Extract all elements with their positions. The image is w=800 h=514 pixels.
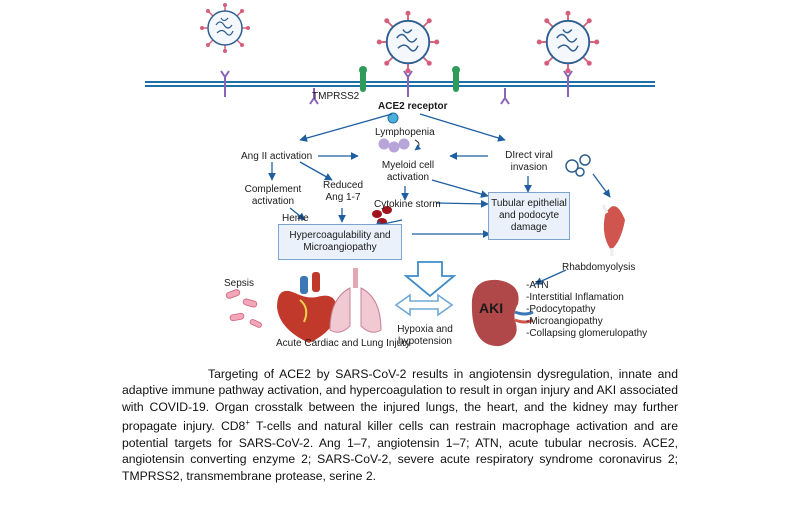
- aki-finding: -Collapsing glomerulopathy: [526, 328, 648, 339]
- pathway-arrows: [268, 113, 611, 285]
- hypercoagulability-box: Hypercoagulability and Microangiopathy: [278, 224, 402, 260]
- cytokine-storm-label: Cytokine storm: [374, 199, 441, 210]
- sepsis-label: Sepsis: [224, 278, 255, 289]
- lymphocyte-icon: [378, 112, 422, 153]
- tubular-line1: Tubular epithelial: [491, 198, 567, 209]
- hypoxia-hypotension-label: Hypoxia and hypotension: [392, 324, 458, 348]
- aki-finding: -ATN: [526, 280, 549, 291]
- receptor-icon: [220, 70, 573, 105]
- tubular-line3: damage: [510, 222, 548, 233]
- tubular-line2: and podocyte: [498, 210, 560, 221]
- ace2-receptor-label: ACE2 receptor: [378, 101, 448, 112]
- heart-icon: [277, 272, 337, 343]
- hyper-line2: Microangiopathy: [303, 242, 377, 253]
- caption-part2: T-cells and natural killer cells can res…: [122, 419, 679, 483]
- complement-activation-label: Complement activation: [236, 184, 310, 208]
- double-arrow-icon: [394, 293, 454, 317]
- cell-membrane: [145, 81, 655, 87]
- ang2-activation-label: Ang II activation: [241, 151, 313, 162]
- rhabdomyolysis-label: Rhabdomyolysis: [562, 262, 636, 273]
- covid-aki-diagram: TMPRSS2 ACE2 receptor Lymphopenia Ang II…: [145, 3, 655, 349]
- hypoxia-line2: hypotension: [398, 336, 452, 347]
- direct-viral-invasion-label: DIrect viral invasion: [492, 150, 566, 174]
- virus-icon: [565, 154, 591, 177]
- myeloid-line2: activation: [386, 172, 430, 183]
- tubular-damage-box: Tubular epithelial and podocyte damage: [488, 192, 570, 240]
- complement-line1: Complement: [244, 184, 302, 195]
- tmprss2-label: TMPRSS2: [312, 91, 360, 102]
- reduced-line1: Reduced: [322, 180, 364, 191]
- down-arrow-icon: [403, 261, 457, 298]
- caption-part1: Targeting of ACE2 by SARS-CoV-2 results …: [122, 367, 678, 434]
- acute-cardiac-lung-label: Acute Cardiac and Lung Injury: [276, 338, 411, 349]
- complement-line2: activation: [251, 196, 295, 207]
- myeloid-activation-label: Myeloid cell activation: [370, 160, 446, 184]
- reduced-ang17-label: Reduced Ang 1-7: [318, 180, 368, 204]
- heme-label: Heme: [282, 213, 309, 224]
- aki-findings-list: -ATN -Interstitial Inflamation -Podocyto…: [526, 280, 647, 340]
- aki-finding: -Interstitial Inflamation: [526, 292, 624, 303]
- lungs-icon: [329, 268, 382, 333]
- bacteria-icon: [225, 289, 262, 328]
- hyper-line1: Hypercoagulability and: [289, 230, 391, 241]
- virus-icon: [200, 3, 250, 53]
- aki-finding: -Microangiopathy: [526, 316, 603, 327]
- myeloid-line1: Myeloid cell: [381, 160, 435, 171]
- direct-line1: DIrect viral: [505, 150, 553, 161]
- kidney-icon: [471, 279, 534, 347]
- reduced-line2: Ang 1-7: [325, 192, 361, 203]
- lymphopenia-label: Lymphopenia: [375, 127, 435, 138]
- caption-superscript: +: [245, 418, 251, 428]
- direct-line2: invasion: [510, 162, 548, 173]
- muscle-icon: [601, 204, 625, 256]
- tmprss2-icon: [359, 66, 460, 92]
- aki-label: AKI: [479, 300, 504, 316]
- diagram-canvas: [145, 3, 655, 347]
- virus-icon: [376, 10, 440, 74]
- caption-text: Targeting of ACE2 by SARS-CoV-2 results …: [122, 366, 678, 484]
- aki-finding: -Podocytopathy: [526, 304, 596, 315]
- virus-icon: [536, 10, 600, 74]
- figure-caption: Targeting of ACE2 by SARS-CoV-2 results …: [122, 366, 678, 484]
- hypoxia-line1: Hypoxia and: [397, 324, 453, 335]
